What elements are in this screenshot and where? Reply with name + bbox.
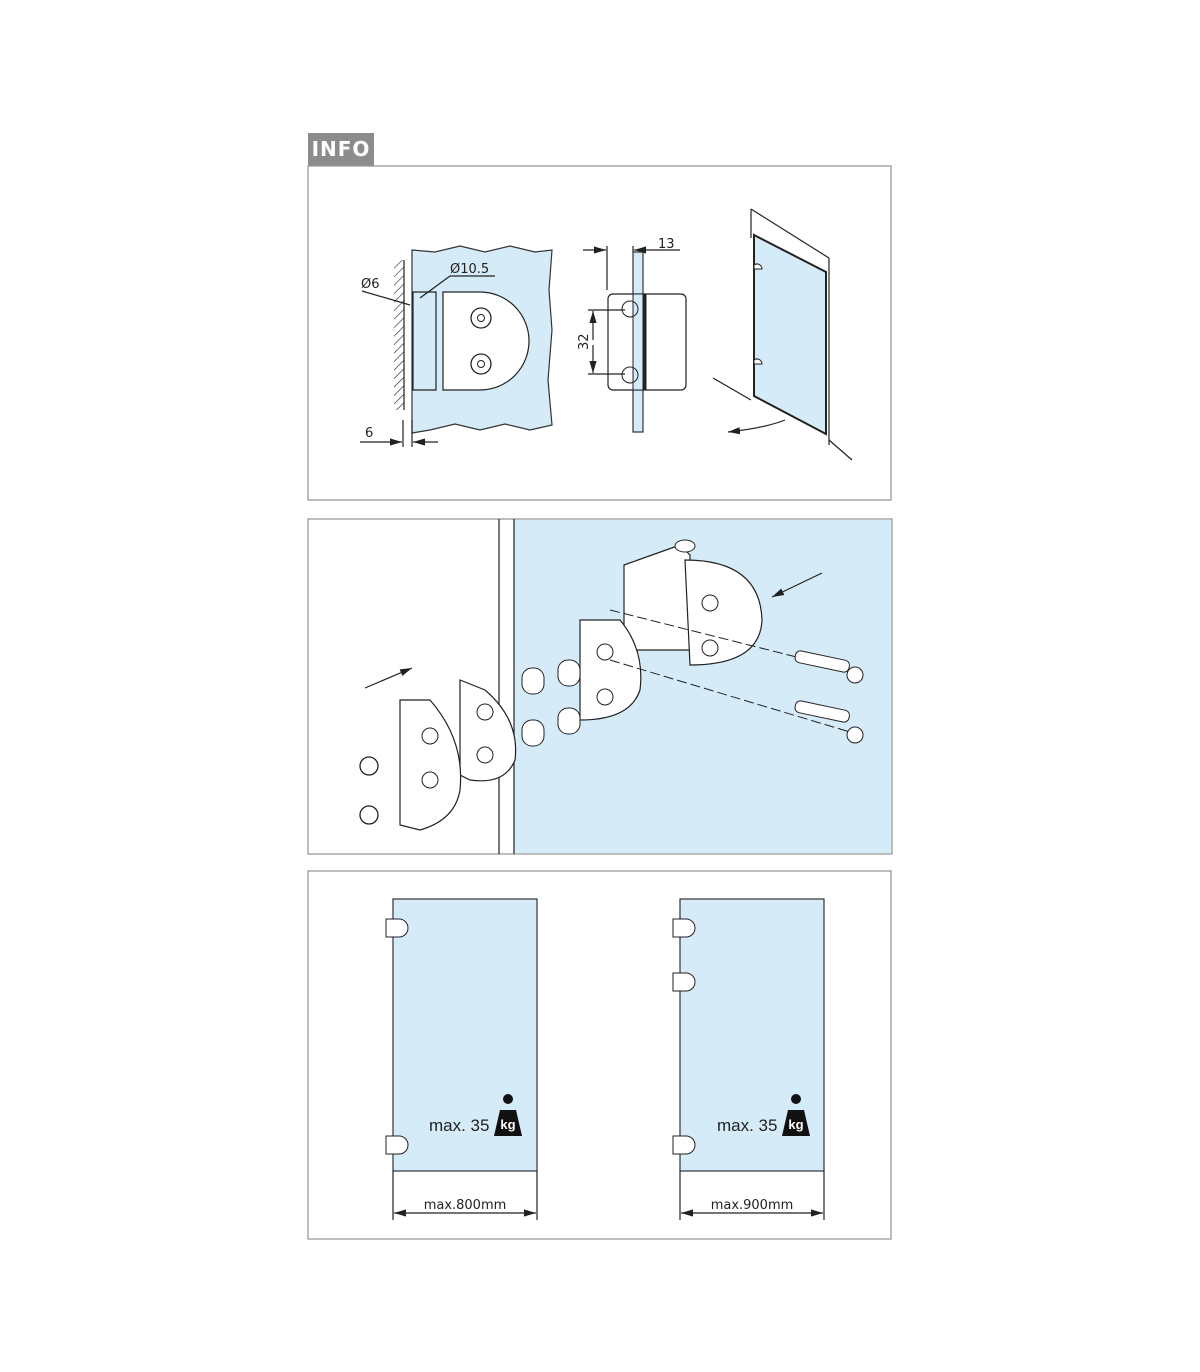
hinge-side-view: 13 32 [577, 237, 687, 433]
panel-assembly [307, 518, 893, 855]
panel-load-limits: kg max. 35 max.800mm kg max. 35 max.900m… [307, 870, 892, 1240]
weight-icon: kg [782, 1094, 810, 1136]
dim-spacing: 32 [577, 333, 592, 350]
screw-icon [794, 650, 864, 684]
door-three-hinges: kg max. 35 max.900mm [672, 898, 825, 1220]
screw-icon [794, 700, 864, 744]
max-weight-label: max. 35 [429, 1116, 489, 1135]
door-two-hinges: kg max. 35 max.800mm [385, 898, 538, 1220]
dim-hole-small: Ø6 [361, 277, 380, 292]
svg-text:kg: kg [500, 1117, 515, 1132]
dim-gap: 6 [365, 426, 373, 441]
svg-text:kg: kg [788, 1117, 803, 1132]
max-width-label: max.900mm [711, 1198, 794, 1213]
dim-thickness: 13 [658, 237, 675, 252]
hinge-front-view: Ø6 Ø10.5 6 [360, 245, 553, 447]
weight-icon: kg [494, 1094, 522, 1136]
max-weight-label: max. 35 [717, 1116, 777, 1135]
door-swing-perspective [712, 208, 853, 461]
panel-dimensions: Ø6 Ø10.5 6 13 32 [307, 165, 892, 501]
dim-hole-large: Ø10.5 [450, 262, 489, 277]
max-width-label: max.800mm [424, 1198, 507, 1213]
info-tab: INFO [308, 133, 374, 166]
